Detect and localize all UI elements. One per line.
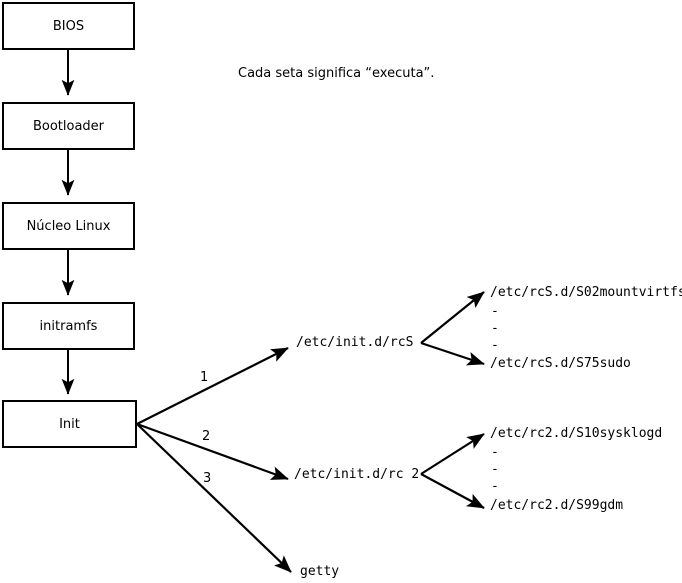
connector-rcs-to-first [420, 291, 485, 344]
diagram-caption: Cada seta significa “executa”. [238, 66, 435, 81]
process-box-bios-label: BIOS [52, 18, 85, 34]
connector-init-branch-3 [136, 423, 292, 573]
process-box-bootloader: Bootloader [2, 102, 135, 150]
node-label-getty: getty [300, 564, 340, 579]
script-label-rcs-last: /etc/rcS.d/S75sudo [490, 356, 631, 371]
process-box-init: Init [2, 400, 137, 448]
process-box-kernel-label: Núcleo Linux [26, 218, 111, 234]
node-label-init-rcs: /etc/init.d/rcS [296, 335, 414, 350]
script-label-rcs-first: /etc/rcS.d/S02mountvirtfs [490, 285, 682, 300]
script-ellipsis-rcs: - - - [491, 304, 499, 353]
process-box-initramfs: initramfs [2, 302, 135, 350]
process-box-bios: BIOS [2, 2, 135, 50]
connector-init-branch-1 [136, 347, 289, 425]
branch-number-3: 3 [203, 471, 212, 486]
connector-rc2-to-first [420, 433, 485, 475]
branch-number-2: 2 [202, 429, 211, 444]
connector-rc2-to-last [420, 473, 485, 509]
connector-init-branch-2 [136, 422, 289, 481]
script-label-rc2-last: /etc/rc2.d/S99gdm [490, 498, 624, 513]
process-box-bootloader-label: Bootloader [32, 118, 105, 134]
branch-number-1: 1 [200, 370, 209, 385]
process-box-initramfs-label: initramfs [39, 318, 98, 334]
script-ellipsis-rc2: - - - [491, 445, 499, 494]
script-label-rc2-first: /etc/rc2.d/S10sysklogd [490, 426, 663, 441]
process-box-kernel: Núcleo Linux [2, 202, 135, 250]
process-box-init-label: Init [59, 416, 80, 432]
connector-rcs-to-last [420, 341, 485, 366]
node-label-init-rc2: /etc/init.d/rc 2 [294, 467, 420, 482]
